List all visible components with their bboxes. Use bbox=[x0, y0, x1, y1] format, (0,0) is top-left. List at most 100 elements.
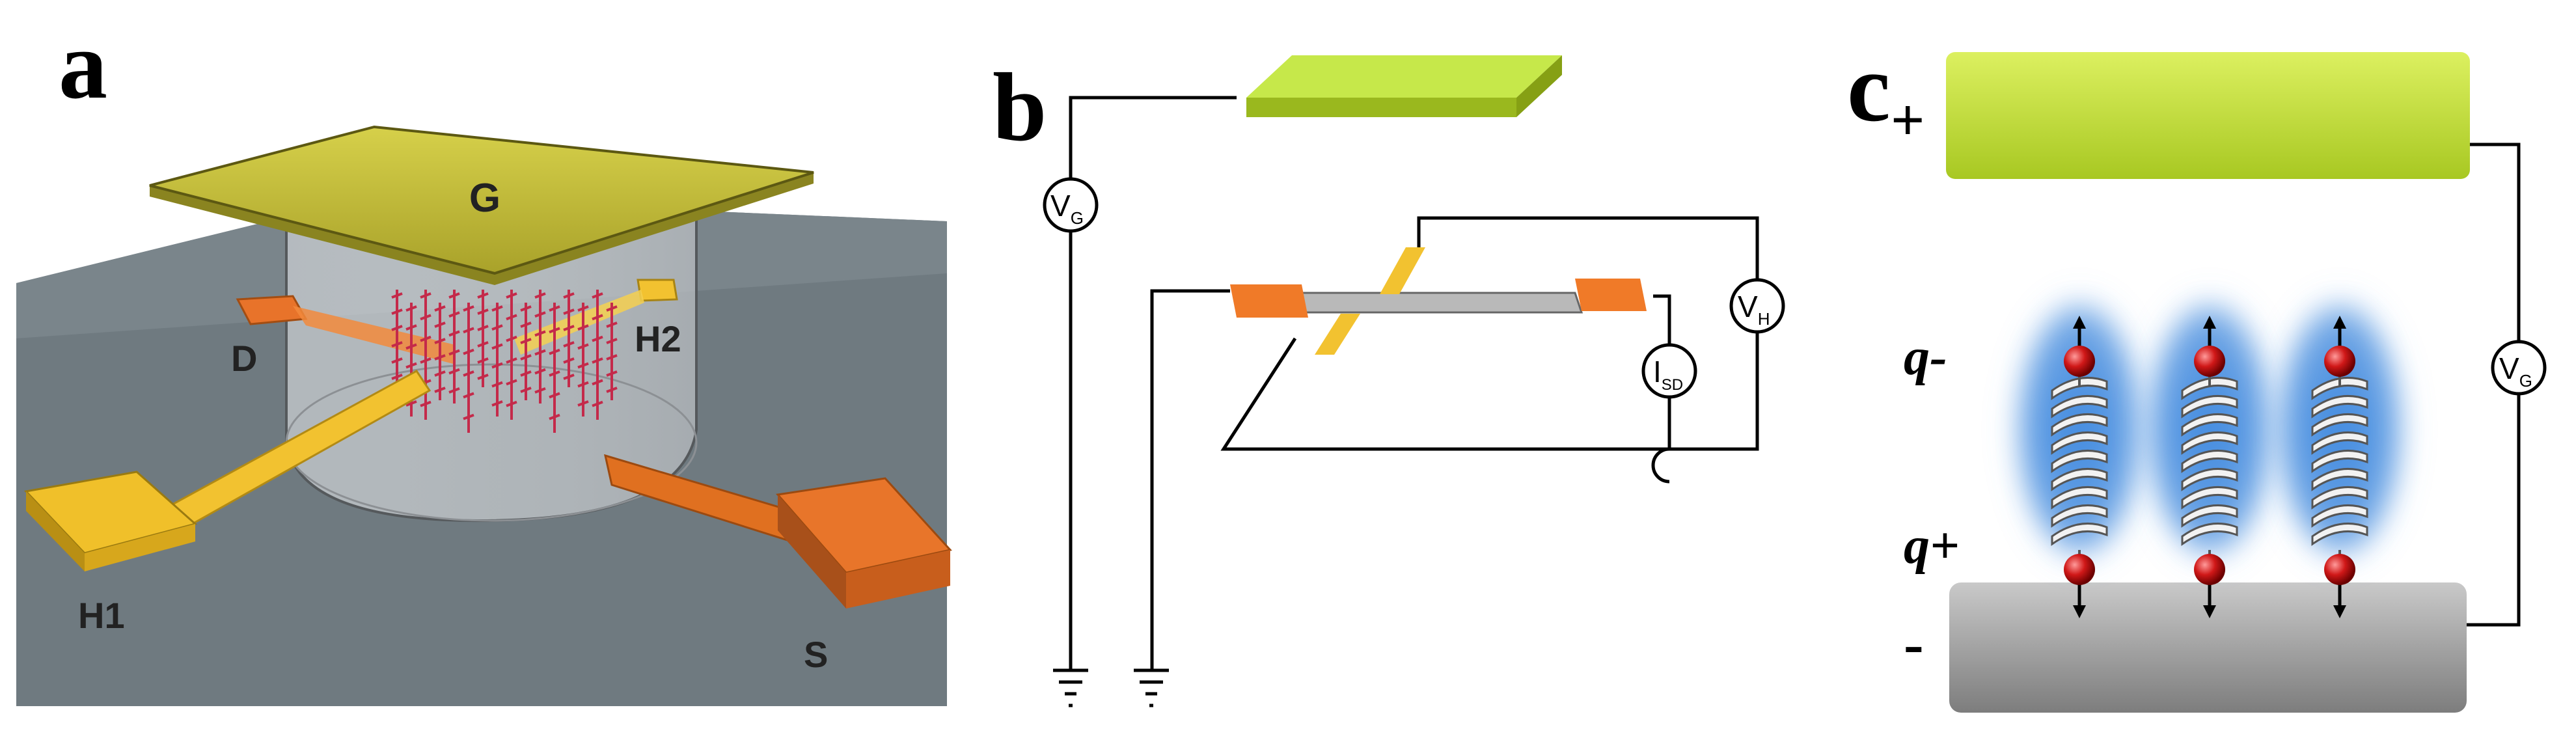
molecule-tick bbox=[506, 400, 517, 407]
helix-ribbon bbox=[2181, 486, 2238, 510]
isd-wire-top bbox=[1150, 289, 1230, 670]
molecule-tick bbox=[477, 292, 489, 299]
molecule-tick bbox=[563, 374, 575, 380]
minus-sign: - bbox=[1904, 610, 1924, 677]
vg-label-c: VG bbox=[2499, 351, 2532, 390]
helix-ribbon bbox=[2051, 486, 2108, 510]
isd-wire-jump bbox=[1651, 447, 1670, 484]
panel-letter-a: a bbox=[59, 11, 107, 119]
molecule-tick bbox=[520, 370, 532, 377]
molecule-tick bbox=[592, 379, 603, 386]
molecule-tick bbox=[463, 348, 474, 355]
molecule-tick bbox=[434, 387, 446, 393]
molecule-tick bbox=[506, 314, 517, 321]
molecule-tick bbox=[577, 343, 589, 350]
molecule-tick bbox=[606, 338, 618, 344]
molecule-tick bbox=[577, 362, 589, 369]
molecule-tick bbox=[448, 368, 460, 375]
molecule-tick bbox=[606, 322, 618, 328]
molecule-tick bbox=[506, 292, 517, 299]
molecule-tick bbox=[477, 325, 489, 331]
vh-wire-return bbox=[1220, 332, 1759, 451]
hall1-pad-front bbox=[85, 524, 195, 571]
molecule-tick bbox=[477, 341, 489, 348]
vg-wire-c-bottom bbox=[2467, 394, 2521, 627]
hall2-label: H2 bbox=[635, 318, 681, 359]
molecule-tick bbox=[534, 349, 546, 356]
panel-b-circuit bbox=[1043, 55, 1785, 707]
helix-ribbon bbox=[2311, 468, 2368, 491]
molecule-tick bbox=[491, 305, 503, 312]
drain-contact bbox=[236, 295, 308, 325]
molecule-tick bbox=[520, 322, 532, 328]
molecule-tick bbox=[592, 357, 603, 364]
helix-ribbon bbox=[2181, 504, 2238, 528]
spin-arrowhead bbox=[2073, 605, 2086, 618]
helix-ribbon bbox=[2181, 377, 2238, 400]
molecule-tick bbox=[520, 387, 532, 393]
helix-molecule bbox=[2268, 290, 2411, 618]
molecule-tick bbox=[606, 354, 618, 361]
helix-ribbon bbox=[2311, 395, 2368, 418]
molecule-tick bbox=[506, 357, 517, 364]
spin-ball-bottom bbox=[2194, 554, 2225, 585]
helix-ribbon bbox=[2181, 468, 2238, 491]
molecule-tick bbox=[491, 324, 503, 331]
gate-electrode-side bbox=[150, 172, 814, 285]
gate-electrode bbox=[149, 125, 814, 275]
molecule-tick bbox=[534, 387, 546, 394]
helix-ribbon bbox=[2181, 431, 2238, 455]
source-pad-side bbox=[778, 495, 846, 609]
molecule-tick bbox=[534, 368, 546, 375]
vh-meter bbox=[1729, 278, 1785, 334]
helix-ribbon bbox=[2051, 377, 2108, 400]
vg-meter-c bbox=[2491, 340, 2547, 396]
molecule-tick bbox=[448, 387, 460, 394]
molecule-tick bbox=[434, 305, 446, 312]
helix-ribbon bbox=[2181, 450, 2238, 473]
molecule-tick bbox=[549, 413, 560, 420]
molecule-tick bbox=[549, 305, 560, 312]
top-electrode-c bbox=[1946, 52, 2470, 179]
molecule-tick bbox=[563, 357, 575, 364]
molecule-tick bbox=[592, 292, 603, 299]
molecule-tick bbox=[606, 370, 618, 377]
molecule-tick bbox=[391, 341, 403, 348]
helix-ribbon bbox=[2051, 523, 2108, 546]
helix-ribbon bbox=[2311, 450, 2368, 473]
spin-arrowhead bbox=[2073, 316, 2086, 329]
helix-ribbon bbox=[2051, 450, 2108, 473]
plus-sign: + bbox=[1891, 87, 1925, 153]
hall1-pad-side bbox=[26, 491, 85, 571]
helix-molecule bbox=[2138, 290, 2281, 618]
spin-arrowhead bbox=[2333, 316, 2346, 329]
molecule-tick bbox=[391, 308, 403, 315]
molecule-tick bbox=[434, 354, 446, 361]
hall2-contact bbox=[637, 279, 678, 302]
molecule-tick bbox=[405, 343, 417, 350]
helix-ribbon bbox=[2181, 413, 2238, 437]
molecule-tick bbox=[491, 381, 503, 388]
isd-meter bbox=[1641, 343, 1697, 399]
molecule-tick bbox=[534, 311, 546, 318]
helix-ribbon bbox=[2311, 431, 2368, 455]
helix-ribbon bbox=[2311, 504, 2368, 528]
molecule-tick bbox=[420, 335, 432, 342]
molecule-tick bbox=[549, 348, 560, 355]
molecule-tick bbox=[405, 400, 417, 407]
molecule-tick bbox=[477, 357, 489, 364]
molecule-tick bbox=[520, 354, 532, 361]
isd-wire-right bbox=[1653, 294, 1671, 345]
spin-ball-top bbox=[2324, 346, 2355, 377]
helix-ribbon bbox=[2051, 468, 2108, 491]
helix-ribbon bbox=[2051, 431, 2108, 455]
helix-ribbon bbox=[2311, 377, 2368, 400]
molecule-tick bbox=[534, 292, 546, 299]
chiral-molecule-array bbox=[391, 290, 618, 433]
helix-ribbon bbox=[2311, 486, 2368, 510]
molecule-tick bbox=[477, 308, 489, 315]
ground-symbol-left bbox=[1053, 668, 1088, 707]
hall-bar-bottom-b bbox=[1315, 314, 1360, 355]
molecule-tick bbox=[405, 362, 417, 369]
molecule-tick bbox=[592, 335, 603, 342]
